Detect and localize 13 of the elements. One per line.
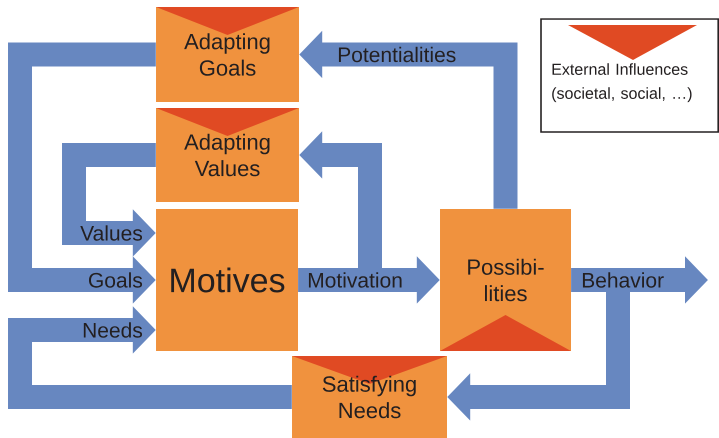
edge-label: Needs	[81, 321, 144, 339]
edge-label: Behavior	[580, 271, 666, 289]
legend-text: External Influences (societal, social, …)	[552, 63, 692, 102]
arrow	[8, 306, 292, 409]
edge-label: Motivation	[306, 271, 404, 289]
process-box: Motives	[156, 209, 298, 351]
edge-label: Values	[79, 224, 144, 242]
process-box: Adapting Goals	[156, 7, 299, 102]
edge-label: Potentialities	[336, 46, 458, 64]
edge-label: Goals	[86, 271, 144, 289]
process-box: Satisfying Needs	[292, 356, 447, 438]
process-box: Adapting Values	[156, 108, 299, 202]
process-box: Possibi- lities	[440, 209, 571, 351]
